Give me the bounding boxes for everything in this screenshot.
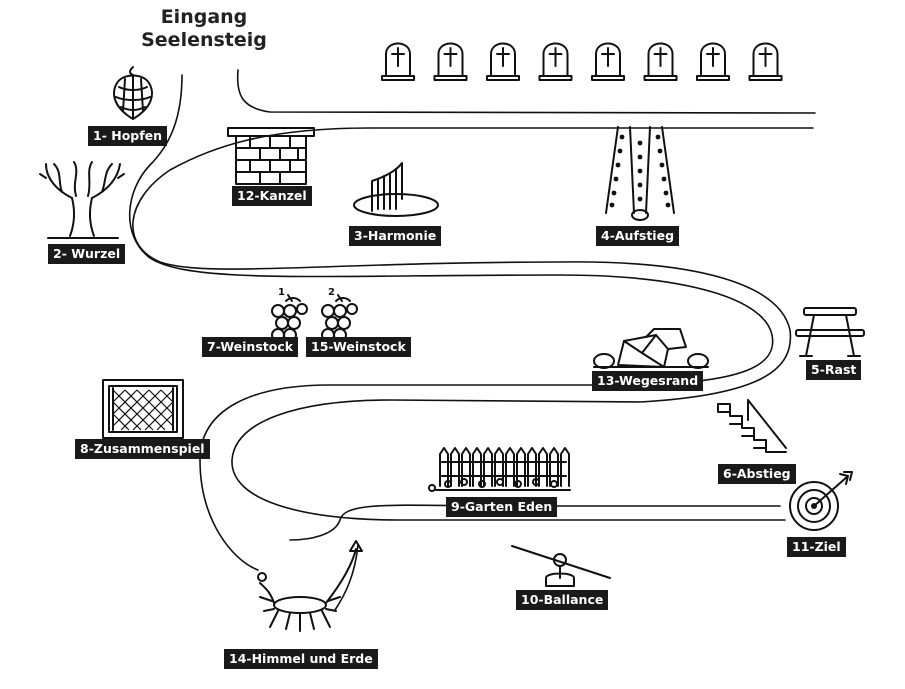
station-label-ziel[interactable]: 11-Ziel — [787, 537, 846, 557]
fence-picket — [472, 447, 482, 487]
fence-picket — [494, 447, 504, 487]
stairs-icon — [717, 399, 787, 453]
station-label-harmonie[interactable]: 3-Harmonie — [349, 226, 442, 246]
station-label-weinstock-7[interactable]: 7-Weinstock — [202, 337, 299, 357]
garden-fence-icon — [428, 447, 571, 492]
cemetery-row — [381, 42, 783, 81]
picnic-table-icon — [795, 307, 865, 357]
fence-picket — [549, 447, 559, 487]
trampoline-icon — [257, 540, 363, 632]
entrance-title-line1: Eingang — [160, 6, 248, 28]
station-label-himmel-erde[interactable]: 14-Himmel und Erde — [224, 649, 378, 669]
station-label-wurzel[interactable]: 2- Wurzel — [48, 244, 126, 264]
station-label-garten-eden[interactable]: 9-Garten Eden — [446, 497, 558, 517]
grapes-icon — [271, 294, 308, 342]
station-label-zusammenspiel[interactable]: 8-Zusammenspiel — [75, 439, 210, 459]
seesaw-icon — [511, 545, 611, 587]
fence-picket — [483, 447, 493, 487]
gravestone-icon — [591, 42, 625, 81]
station-label-kanzel[interactable]: 12-Kanzel — [232, 186, 312, 206]
harp-platform-icon — [353, 162, 439, 217]
gravestone-icon — [381, 42, 415, 81]
station-label-hopfen[interactable]: 1- Hopfen — [88, 126, 168, 146]
fence-picket — [450, 447, 460, 487]
station-label-wegesrand[interactable]: 13-Wegesrand — [592, 371, 704, 391]
station-label-aufstieg[interactable]: 4-Aufstieg — [596, 226, 680, 246]
fence-picket — [505, 447, 515, 487]
station-label-weinstock-15[interactable]: 15-Weinstock — [306, 337, 411, 357]
net-frame-icon — [102, 379, 184, 439]
target-icon — [789, 471, 853, 531]
entrance-title-line2: Seelensteig — [141, 29, 267, 51]
station-label-ballance[interactable]: 10-Ballance — [516, 590, 609, 610]
station-label-abstieg[interactable]: 6-Abstieg — [718, 464, 796, 484]
gravestone-icon — [748, 42, 783, 81]
vine-number-2: 2 — [328, 287, 335, 298]
fence-picket — [560, 447, 570, 487]
station-label-rast[interactable]: 5-Rast — [806, 360, 862, 380]
hop-cone-icon — [113, 66, 153, 120]
grapes-icon — [321, 294, 358, 342]
tree-roots-icon — [39, 161, 125, 239]
entrance-title: Eingang Seelensteig — [120, 6, 288, 52]
vine-number-1: 1 — [278, 287, 285, 298]
fence-picket — [439, 447, 449, 487]
brick-pulpit-icon — [227, 127, 315, 185]
gravestone-icon — [643, 42, 678, 81]
fence-picket — [461, 447, 471, 487]
fence-picket — [538, 447, 548, 487]
climbing-path-icon — [605, 126, 675, 221]
gravestone-icon — [486, 42, 520, 81]
gravestone-icon — [696, 42, 730, 81]
fence-picket — [516, 447, 526, 487]
fence-picket — [527, 447, 537, 487]
gravestone-icon — [538, 42, 573, 81]
rocks-icon — [593, 328, 709, 369]
gravestone-icon — [433, 42, 468, 81]
